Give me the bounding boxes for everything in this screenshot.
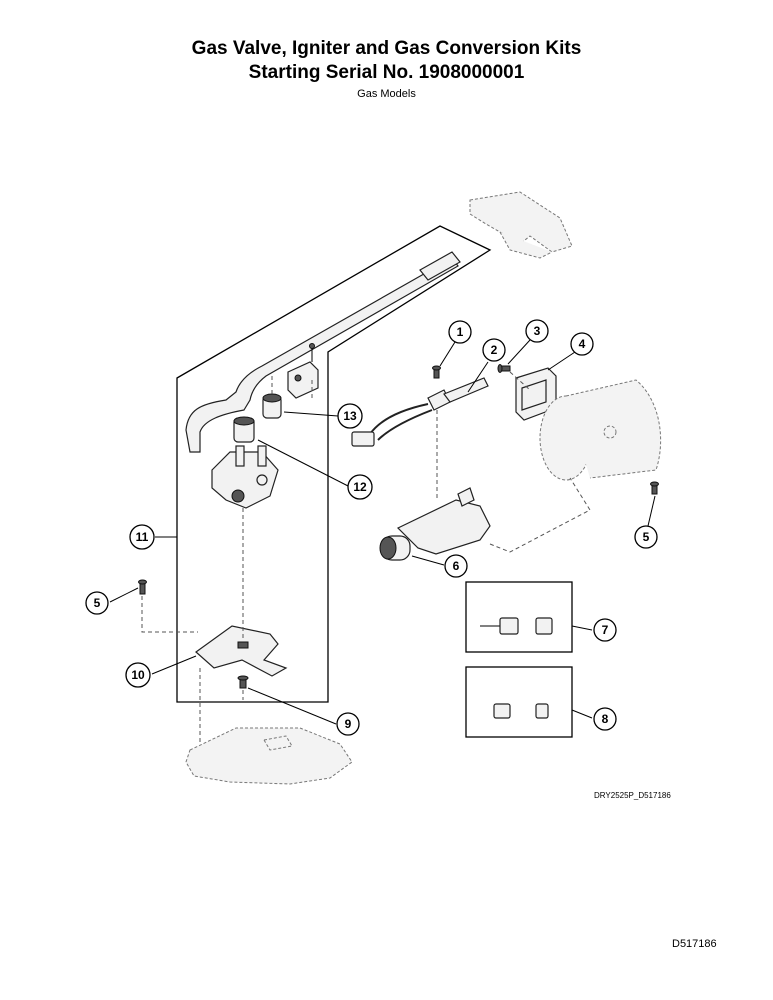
- burner-assembly-frame: [176, 225, 492, 703]
- callout-5-left-label: 5: [94, 596, 101, 610]
- page-subtitle: Gas Models: [357, 88, 416, 100]
- callout-9: 9: [336, 712, 360, 736]
- callout-10: 10: [125, 662, 151, 688]
- ghost-burner-housing: [539, 379, 662, 481]
- callout-5-right-label: 5: [643, 530, 650, 544]
- callout-4-label: 4: [579, 337, 586, 351]
- callout-11: 11: [129, 524, 155, 550]
- drawing-reference: DRY2525P_D517186: [594, 791, 671, 800]
- screw-part-9: [237, 675, 249, 689]
- callout-6-label: 6: [453, 559, 460, 573]
- conversion-kit-part-7: [480, 617, 553, 635]
- callout-12: 12: [347, 474, 373, 500]
- callout-9-label: 9: [345, 717, 352, 731]
- ghost-base-plate: [185, 727, 353, 785]
- igniter-bracket-part-4: [515, 367, 557, 421]
- gas-valve-body: [211, 445, 279, 509]
- callout-1: 1: [448, 320, 472, 344]
- callout-13-label: 13: [343, 409, 357, 423]
- callout-7-label: 7: [602, 623, 609, 637]
- callout-12-label: 12: [353, 480, 367, 494]
- callout-5-left: 5: [85, 591, 109, 615]
- kit-box-7: [465, 581, 573, 653]
- valve-mounting-plate: [195, 625, 288, 677]
- page-title: Gas Valve, Igniter and Gas Conversion Ki…: [191, 38, 582, 59]
- callout-13: 13: [337, 403, 363, 429]
- kit-box-8: [465, 666, 573, 738]
- serial-number-title: Starting Serial No. 1908000001: [248, 62, 525, 83]
- sensor-part-6: [379, 487, 491, 561]
- callout-2: 2: [482, 338, 506, 362]
- callout-4: 4: [570, 332, 594, 356]
- burner-tube: [185, 251, 461, 453]
- screw-part-3: [497, 364, 511, 373]
- callout-8: 8: [593, 707, 617, 731]
- callout-6: 6: [444, 554, 468, 578]
- screw-part-5-left: [138, 579, 147, 595]
- callout-5-right: 5: [634, 525, 658, 549]
- screw-part-1: [432, 365, 441, 379]
- screw-part-5-right: [650, 481, 659, 495]
- coil-part-12: [233, 416, 255, 443]
- callout-10-label: 10: [131, 668, 145, 682]
- tube-bracket: [287, 343, 319, 399]
- callout-1-label: 1: [457, 325, 464, 339]
- callout-8-label: 8: [602, 712, 609, 726]
- callout-3: 3: [525, 319, 549, 343]
- coil-part-13: [262, 393, 282, 419]
- callout-3-label: 3: [534, 324, 541, 338]
- igniter-part-2: [351, 377, 489, 447]
- ghost-mounting-bracket: [469, 191, 573, 259]
- callout-2-label: 2: [491, 343, 498, 357]
- conversion-kit-part-8: [493, 703, 549, 719]
- callout-11-label: 11: [136, 530, 149, 544]
- callout-7: 7: [593, 618, 617, 642]
- document-number: D517186: [672, 938, 717, 950]
